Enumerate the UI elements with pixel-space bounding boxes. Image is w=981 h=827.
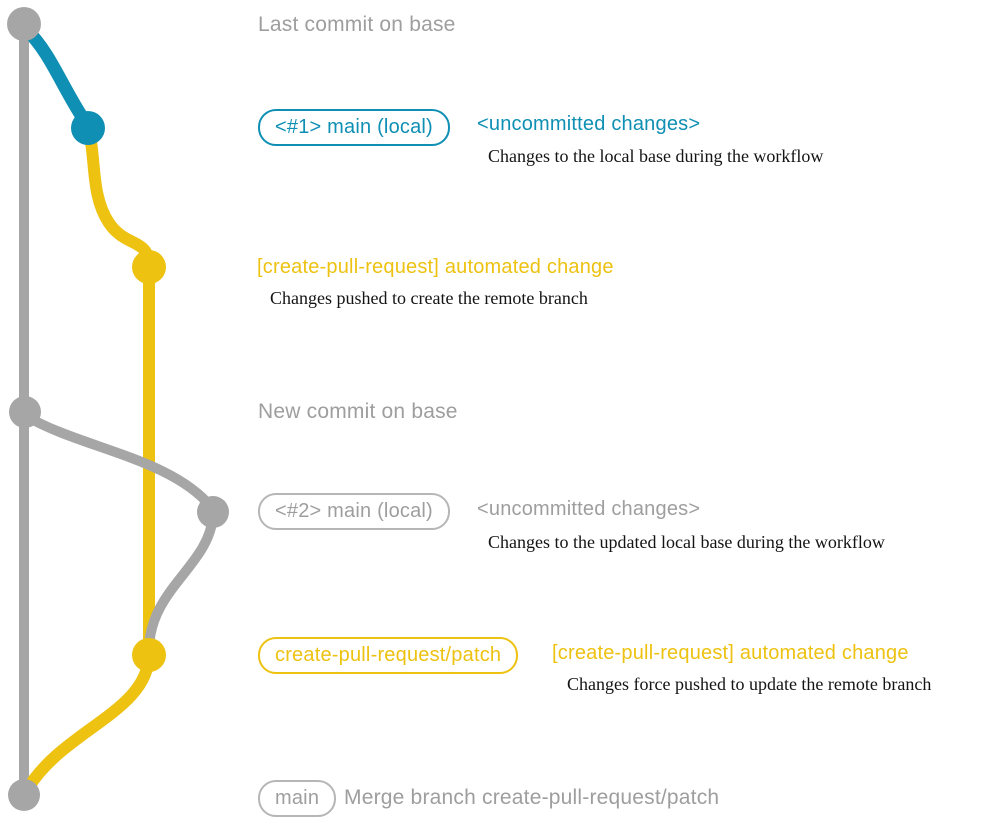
label-merge-branch: Merge branch create-pull-request/patch [344,786,720,809]
commit-dot-pr-branch-1 [132,250,166,284]
commit-dot-pr-branch-2 [132,638,166,672]
commit-dot-local-main-1 [71,111,105,145]
desc-force-push-remote-branch: Changes force pushed to update the remot… [567,674,932,694]
branch-pill-main: main [258,780,337,817]
branch-pill-create-pull-request-patch: create-pull-request/patch [258,637,519,674]
desc-updated-local-base-changes: Changes to the updated local base during… [488,532,885,552]
label-last-commit-on-base: Last commit on base [258,13,456,36]
commit-dot-local-main-2 [197,496,229,528]
commit-dot-new-base [9,396,41,428]
commit-dot-last-base [7,7,41,41]
note-uncommitted-changes-1: <uncommitted changes> [477,113,701,135]
rebase-line [144,511,218,653]
pr-branch-line-upper [83,124,155,660]
desc-push-create-remote-branch: Changes pushed to create the remote bran… [270,288,588,308]
branch-pill-main-local-1: <#1> main (local) [258,109,450,146]
note-automated-change-1: [create-pull-request] automated change [257,256,614,278]
pr-branch-merge-line [21,648,155,796]
branch-pill-main-local-2: <#2> main (local) [258,493,450,530]
note-automated-change-2: [create-pull-request] automated change [552,642,909,664]
commit-dot-merge [8,779,40,811]
note-uncommitted-changes-2: <uncommitted changes> [477,498,701,520]
local-main-branch-line [20,23,95,133]
base-update-branch-line [21,411,217,513]
desc-local-base-changes: Changes to the local base during the wor… [488,146,824,166]
label-new-commit-on-base: New commit on base [258,400,458,423]
